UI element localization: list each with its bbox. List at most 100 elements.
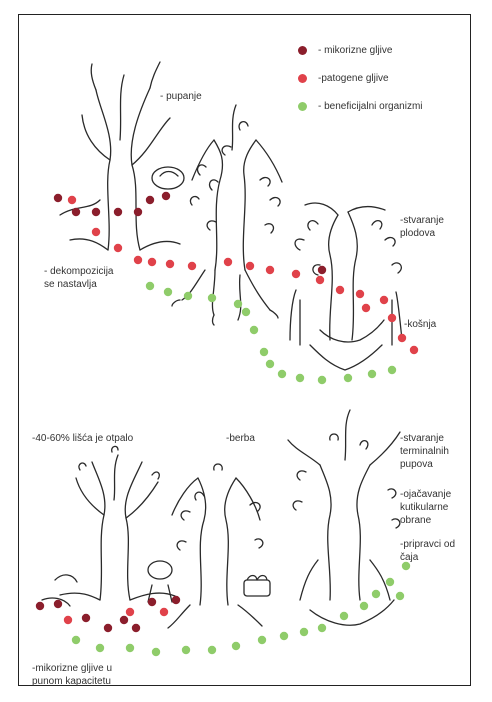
dot-beneficijalni [208,646,216,654]
dot-beneficijalni [266,360,274,368]
dot-mikorizne [114,208,122,216]
dot-mikorizne [104,624,112,632]
legend-label-patogene: -patogene gljive [318,72,389,85]
dot-beneficijalni [296,374,304,382]
dot-patogene [316,276,324,284]
dot-beneficijalni [388,366,396,374]
dot-beneficijalni [232,642,240,650]
label-stvaranje-line1: -stvaranje [400,214,444,227]
label-kosnja: -košnja [404,318,436,331]
dot-beneficijalni [146,282,154,290]
dot-patogene [380,296,388,304]
dot-mikorizne [82,614,90,622]
tree-fruit-bottom [288,410,400,625]
dot-mikorizne [120,616,128,624]
dot-patogene [356,290,364,298]
legend-dot-beneficijalni [298,102,307,111]
dot-patogene [336,286,344,294]
dot-patogene [188,262,196,270]
dot-patogene [246,262,254,270]
label-terminalni-line3: pupova [400,458,449,471]
tree-fruit-top [290,203,402,370]
dot-patogene [224,258,232,266]
dot-beneficijalni [242,308,250,316]
dot-beneficijalni [340,612,348,620]
dot-mikorizne [36,602,44,610]
label-mikorizne-line1: -mikorizne gljive u [32,662,112,675]
label-pripravci-line2: čaja [400,551,455,564]
label-terminalni-line1: -stvaranje [400,432,449,445]
dot-mikorizne [134,208,142,216]
dot-patogene [148,258,156,266]
dot-beneficijalni [164,288,172,296]
dot-patogene [410,346,418,354]
dot-patogene [134,256,142,264]
dot-patogene [266,266,274,274]
dot-beneficijalni [386,578,394,586]
dot-beneficijalni [344,374,352,382]
dot-beneficijalni [234,300,242,308]
label-lisce: -40-60% lišća je otpalo [32,432,133,445]
dot-mikorizne [172,596,180,604]
label-pripravci-line1: -pripravci od [400,538,455,551]
legend-dot-patogene [298,74,307,83]
dot-patogene [126,608,134,616]
label-stvaranje-plodova: -stvaranje plodova [400,214,444,240]
dot-patogene [92,228,100,236]
dot-patogene [388,314,396,322]
dot-beneficijalni [260,348,268,356]
dot-beneficijalni [152,648,160,656]
dot-beneficijalni [126,644,134,652]
dot-mikorizne [54,600,62,608]
dot-mikorizne [162,192,170,200]
dot-beneficijalni [208,294,216,302]
label-terminalni-pupovi: -stvaranje terminalnih pupova [400,432,449,471]
dot-patogene [114,244,122,252]
dot-beneficijalni [368,370,376,378]
label-ojacavanje-line1: -ojačavanje [400,488,451,501]
dot-beneficijalni [318,376,326,384]
dot-beneficijalni [280,632,288,640]
dot-mikorizne [132,624,140,632]
dot-beneficijalni [72,636,80,644]
label-dekompozicija-line2: se nastavlja [44,278,113,291]
dot-beneficijalni [258,636,266,644]
label-mikorizne-line2: punom kapacitetu [32,675,112,688]
label-dekompozicija: - dekompozicija se nastavlja [44,265,113,291]
label-ojacavanje: -ojačavanje kutikularne obrane [400,488,451,527]
dot-beneficijalni [250,326,258,334]
legend-dot-mikorizne [298,46,307,55]
dot-patogene [166,260,174,268]
dot-beneficijalni [278,370,286,378]
dot-beneficijalni [182,646,190,654]
dot-patogene [160,608,168,616]
label-dekompozicija-line1: - dekompozicija [44,265,113,278]
dot-beneficijalni [318,624,326,632]
dot-patogene [292,270,300,278]
tree-bare-bottom [42,446,175,606]
dot-beneficijalni [396,592,404,600]
dot-mikorizne [146,196,154,204]
dot-beneficijalni [300,628,308,636]
dot-patogene [398,334,406,342]
dot-mikorizne [92,208,100,216]
label-mikorizne-kapacitet: -mikorizne gljive u punom kapacitetu [32,662,112,688]
dot-mikorizne [148,598,156,606]
dot-beneficijalni [360,602,368,610]
label-pupanje: - pupanje [160,90,202,103]
dot-mikorizne [54,194,62,202]
label-ojacavanje-line3: obrane [400,514,451,527]
label-berba: -berba [226,432,255,445]
label-terminalni-line2: terminalnih [400,445,449,458]
legend-label-beneficijalni: - beneficijalni organizmi [318,100,423,113]
dot-beneficijalni [372,590,380,598]
dot-patogene [64,616,72,624]
dot-mikorizne [72,208,80,216]
label-stvaranje-line2: plodova [400,227,444,240]
legend-label-mikorizne: - mikorizne gljive [318,44,392,57]
dot-patogene [362,304,370,312]
dot-patogene [68,196,76,204]
tree-leafy-bottom [168,464,270,628]
dot-beneficijalni [96,644,104,652]
dot-beneficijalni [184,292,192,300]
